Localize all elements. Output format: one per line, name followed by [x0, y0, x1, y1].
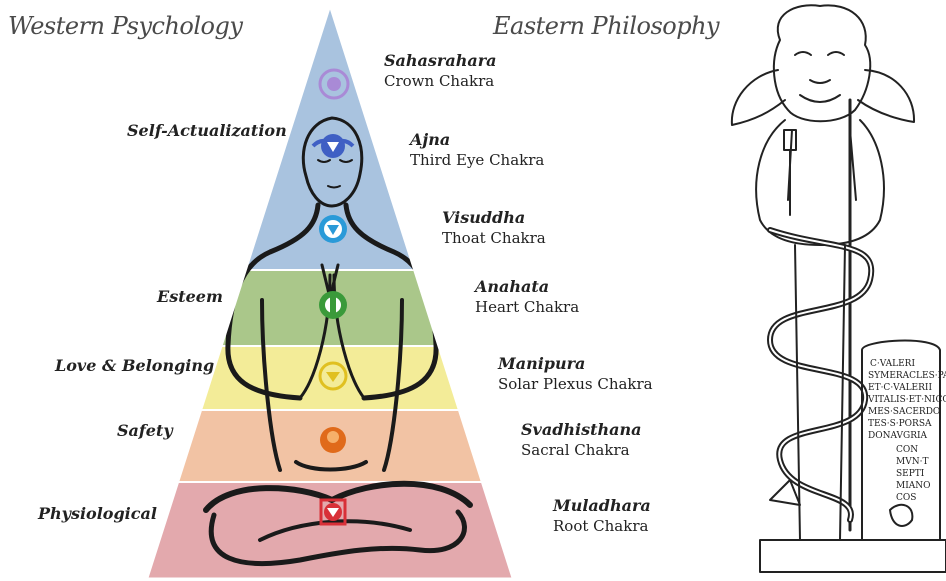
chakra-label-anahata: Anahata Heart Chakra: [475, 277, 579, 317]
level-label-esteem: Esteem: [157, 287, 223, 306]
chakra-subtitle: Crown Chakra: [384, 72, 497, 92]
chakra-name: Visuddha: [442, 208, 546, 229]
chakra-label-ajna: Ajna Third Eye Chakra: [410, 130, 544, 170]
chakra-label-visuddha: Visuddha Thoat Chakra: [442, 208, 546, 248]
inscription-line: TES·S·PORSA: [868, 419, 932, 429]
key-head: [784, 130, 796, 150]
lion-face-detail: [795, 52, 844, 102]
chakra-name: Ajna: [410, 130, 544, 151]
throat-chakra-icon: [319, 215, 347, 243]
chakra-label-muladhara: Muladhara Root Chakra: [553, 496, 651, 536]
chakra-subtitle: Solar Plexus Chakra: [498, 375, 653, 395]
serpent-coils: [770, 230, 871, 520]
chakra-label-manipura: Manipura Solar Plexus Chakra: [498, 354, 653, 394]
inscription-line: C·VALERI: [870, 359, 915, 369]
statue-base: [760, 540, 946, 572]
leontocephaline-statue-illustration: C·VALERI SYMERACLES·PAT ET·C·VALERII VIT…: [700, 0, 946, 581]
inscription-line: DONAVGRIA: [868, 431, 928, 441]
chakra-label-sahasrahara: Sahasrahara Crown Chakra: [384, 51, 497, 91]
inscription-line: ET·C·VALERII: [868, 383, 932, 393]
inscription-line: SYMERACLES·PAT: [868, 371, 946, 381]
inscription-line: COS: [896, 493, 916, 503]
chakra-subtitle: Sacral Chakra: [521, 441, 642, 461]
arms-outline: [788, 130, 856, 200]
lion-head-outline: [774, 5, 870, 121]
chakra-subtitle: Thoat Chakra: [442, 229, 546, 249]
inscription-line: CON: [896, 445, 918, 455]
level-label-self-actualization: Self-Actualization: [127, 121, 287, 140]
inscription-line: MIANO: [896, 481, 931, 491]
heart-chakra-icon: [319, 291, 347, 319]
chakra-name: Anahata: [475, 277, 579, 298]
pyramid-diagram: [0, 0, 700, 581]
chakra-name: Muladhara: [553, 496, 651, 517]
inscription-text: C·VALERI SYMERACLES·PAT ET·C·VALERII VIT…: [867, 359, 946, 503]
rooster: [890, 505, 912, 526]
chakra-name: Sahasrahara: [384, 51, 497, 72]
serpent-highlight: [770, 230, 871, 520]
chakra-subtitle: Heart Chakra: [475, 298, 579, 318]
chakra-subtitle: Third Eye Chakra: [410, 151, 544, 171]
chakra-subtitle: Root Chakra: [553, 517, 651, 537]
inscription-line: MVN·T: [896, 457, 928, 467]
inscription-line: VITALIS·ET·NICO: [867, 395, 946, 405]
left-wing-outline: [732, 70, 785, 125]
chakra-name: Svadhisthana: [521, 420, 642, 441]
chakra-label-svadhisthana: Svadhisthana Sacral Chakra: [521, 420, 642, 460]
sacral-chakra-icon: [320, 427, 346, 453]
level-label-safety: Safety: [117, 421, 173, 440]
right-wing-outline: [858, 70, 914, 122]
torso-outline: [756, 120, 884, 245]
chakra-name: Manipura: [498, 354, 653, 375]
level-label-love-belonging: Love & Belonging: [55, 356, 214, 375]
level-label-physiological: Physiological: [38, 504, 157, 523]
inscription-line: MES·SACERDO: [868, 407, 940, 417]
inscription-line: SEPTI: [896, 469, 925, 479]
